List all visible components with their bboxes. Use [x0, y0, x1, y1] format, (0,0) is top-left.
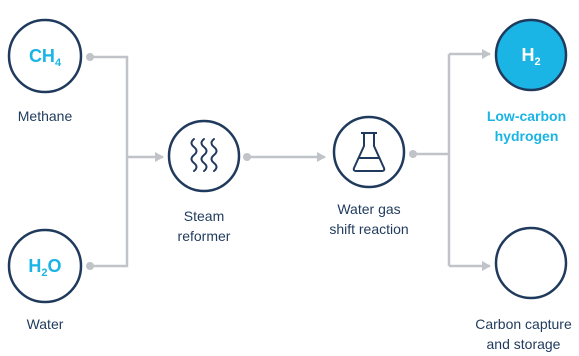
shift-label: Water gas shift reaction [309, 199, 429, 239]
shift-label-line2: shift reaction [329, 221, 409, 237]
capture-label: Carbon capture and storage [468, 314, 579, 354]
hydrogen-label-line1: Low-carbon [486, 108, 567, 124]
shift-label-line1: Water gas [337, 201, 401, 217]
water-formula: H2O [28, 256, 62, 279]
reformer-label: Steam reformer [154, 206, 254, 246]
methane-label: Methane [17, 108, 73, 124]
connector-lines [86, 49, 491, 271]
water-label: Water [26, 316, 64, 332]
shift-node [332, 115, 406, 189]
hydrogen-label: Low-carbon hydrogen [474, 106, 579, 146]
water-node [7, 228, 83, 304]
hydrogen-formula: H2 [521, 45, 541, 68]
capture-node [494, 226, 568, 300]
methane-formula: CH4 [28, 46, 62, 69]
hydrogen-node [494, 18, 568, 92]
steam-waves-icon [190, 138, 218, 172]
capture-label-line1: Carbon capture [475, 316, 572, 332]
reformer-label-line2: reformer [177, 228, 231, 244]
flask-icon [352, 132, 386, 172]
methane-node [7, 18, 83, 94]
capture-label-line2: and storage [486, 336, 561, 352]
hydrogen-label-line2: hydrogen [494, 128, 559, 144]
input-merge-line [90, 55, 129, 268]
reformer-label-line1: Steam [183, 208, 225, 224]
